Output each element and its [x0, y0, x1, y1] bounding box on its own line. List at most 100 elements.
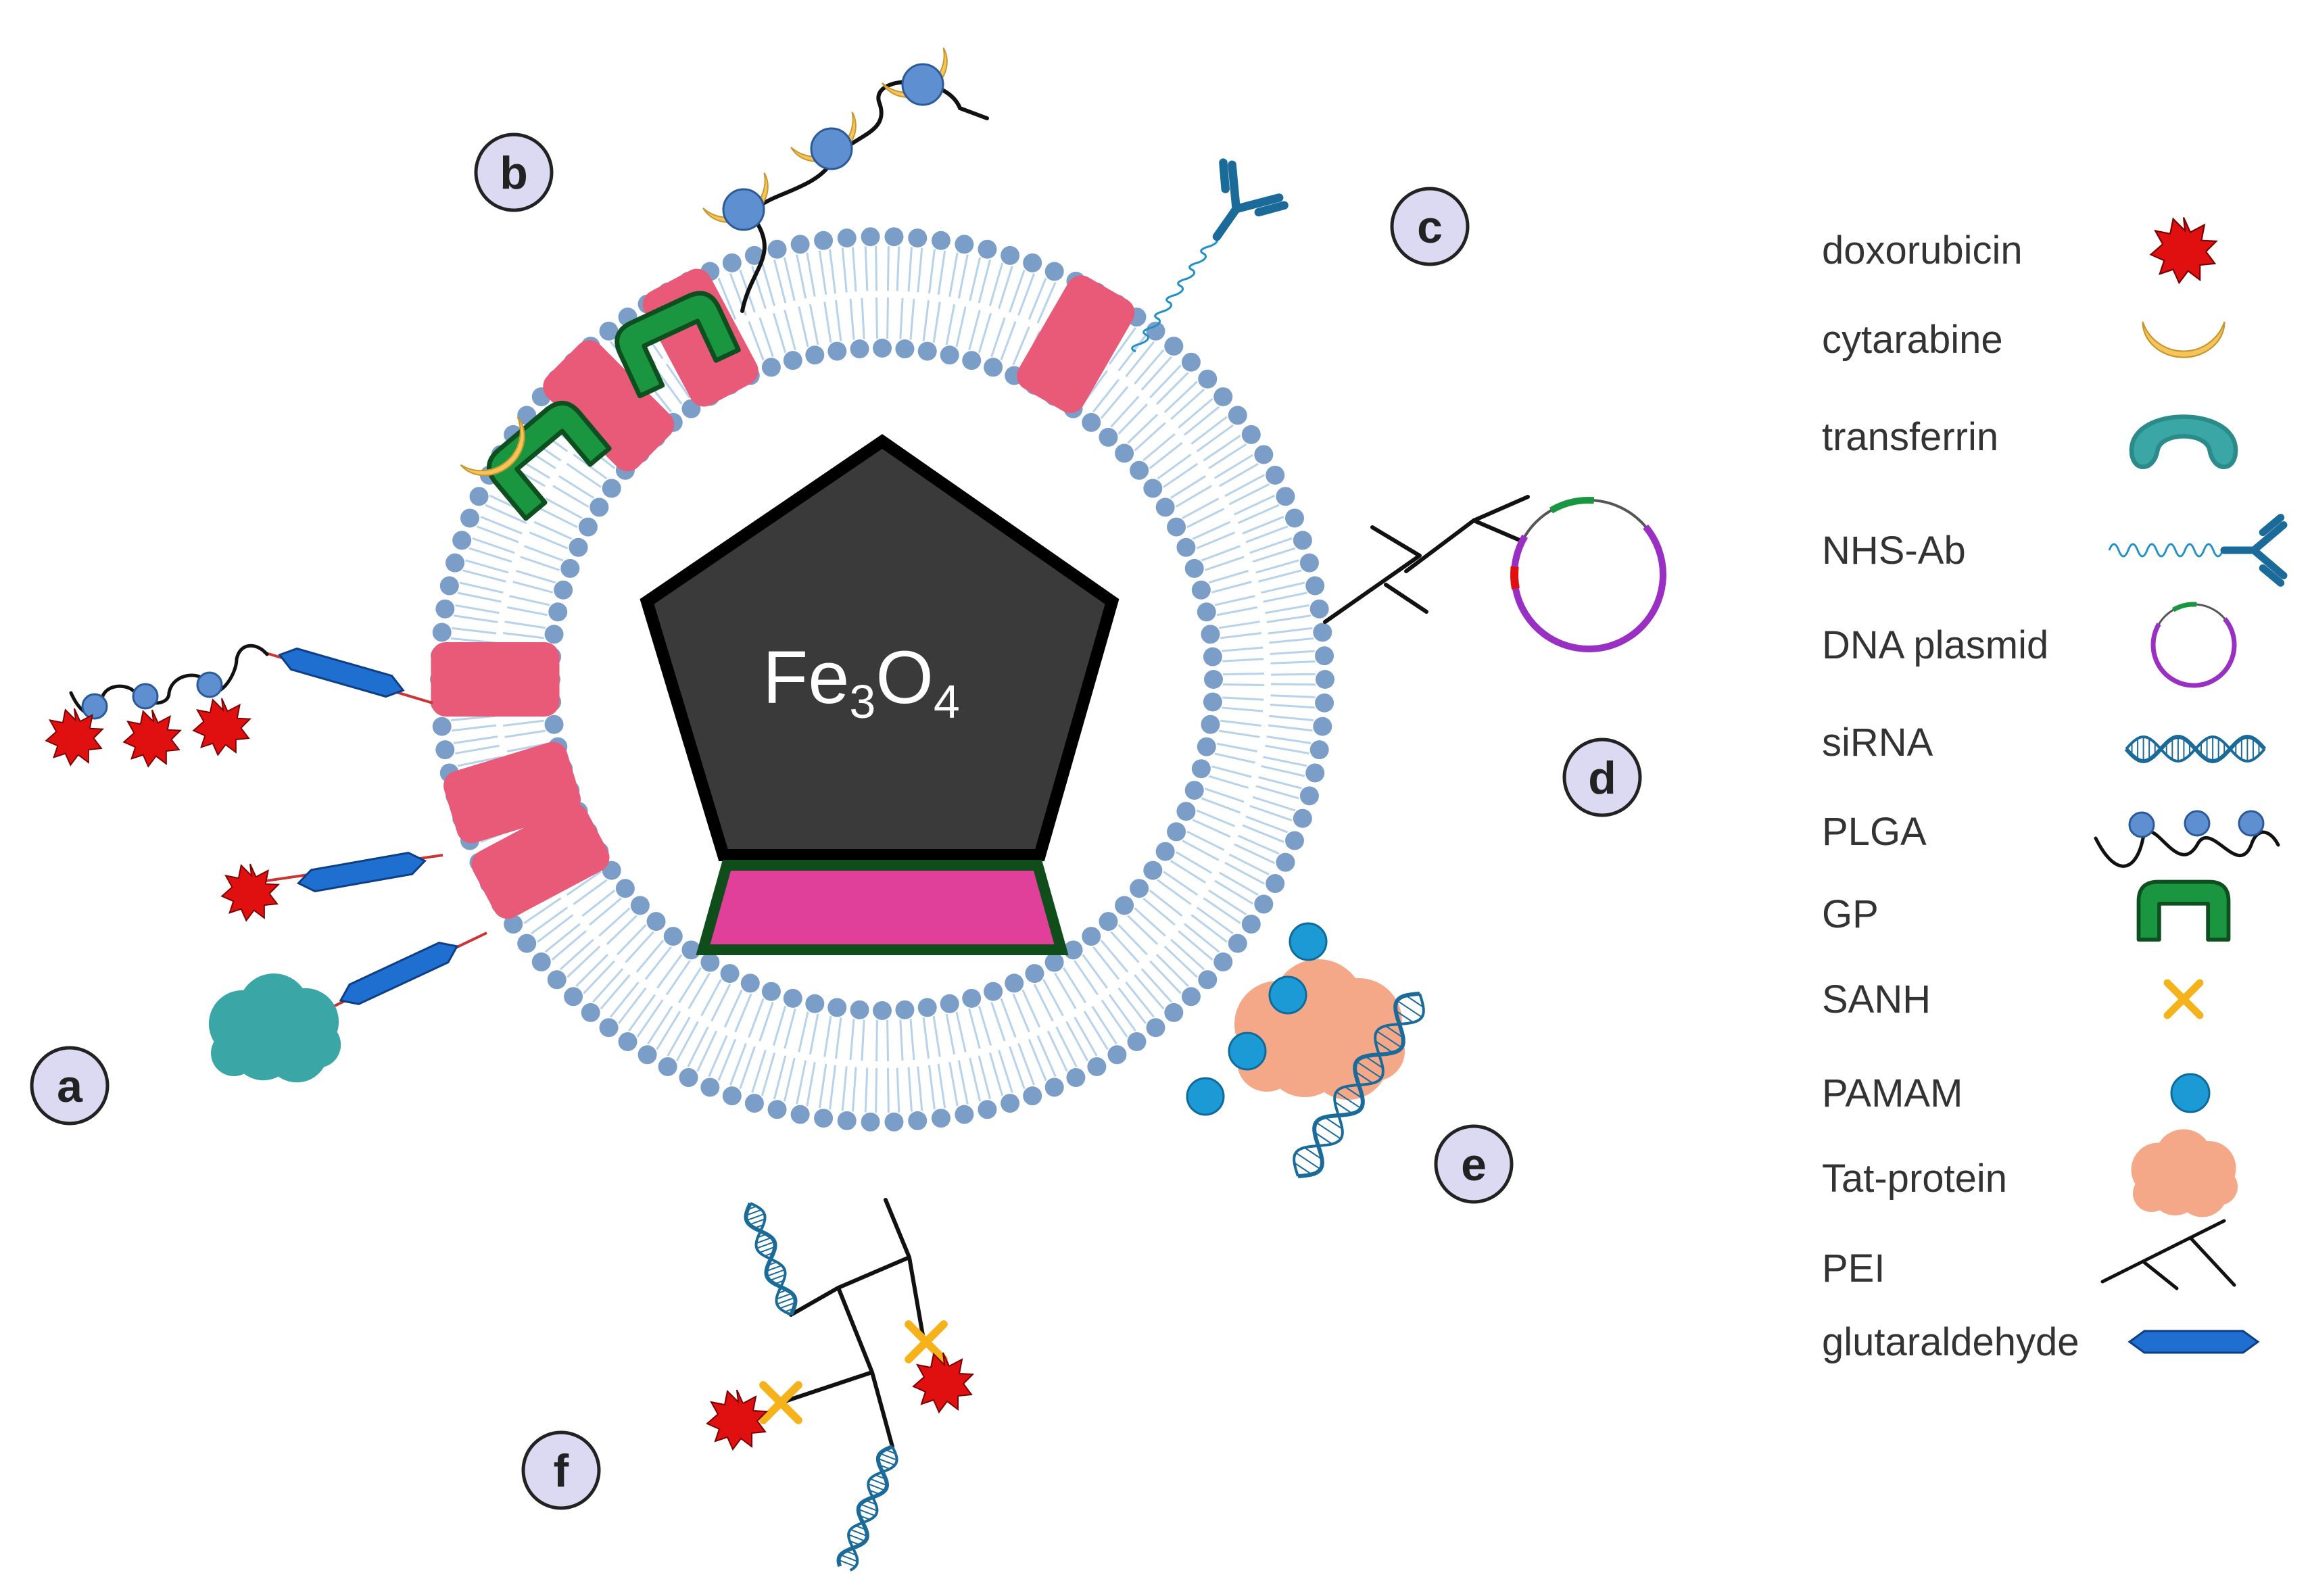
lipid-tail: [1092, 379, 1120, 413]
lipid-tail: [1203, 897, 1241, 924]
blob-lobe: [295, 1021, 341, 1068]
lipid-head: [783, 351, 802, 370]
lipid-tail: [457, 756, 502, 767]
lipid-tail: [459, 581, 504, 594]
lipid-tail: [1184, 923, 1220, 953]
lipid-tail: [472, 537, 515, 554]
lipid-tail: [829, 249, 837, 294]
lipid-tail: [969, 1057, 982, 1102]
lipid-tail: [558, 475, 595, 499]
lipid-head: [1254, 445, 1274, 464]
sanh-cross: [759, 1381, 802, 1424]
lipid-tail: [968, 310, 981, 351]
lipid-tail: [1266, 735, 1312, 744]
lipid-tail: [581, 889, 616, 917]
lipid-tail: [1270, 683, 1316, 686]
legend-item-tat-protein: Tat-protein: [1822, 1129, 2238, 1217]
lipid-head: [547, 970, 567, 990]
lipid-tail: [809, 304, 819, 345]
glutaraldehyde-hex: [339, 942, 459, 1005]
lipid-head: [1191, 759, 1211, 779]
plga-bead: [2238, 810, 2265, 837]
lipid-tail: [1100, 386, 1129, 419]
lipid-tail: [468, 547, 512, 563]
helix-rung: [776, 1292, 792, 1300]
lipid-tail: [628, 994, 656, 1032]
lipid-tail: [955, 306, 967, 347]
sirna-icon: [836, 1445, 898, 1572]
plga-bead: [132, 683, 159, 710]
plga-bead: [722, 188, 765, 231]
plasmid-green-arc: [1549, 497, 1595, 514]
helix-rung: [1385, 1025, 1403, 1038]
lipid-tail: [455, 744, 500, 755]
lipid-tail: [700, 979, 722, 1017]
core-pentagon: [640, 434, 1120, 861]
lipid-head: [1313, 623, 1332, 642]
pamam-icon: [1186, 1077, 1225, 1116]
lipid-tail: [1125, 982, 1155, 1018]
lipid-tail: [1234, 494, 1276, 516]
lipid-tail: [1065, 1021, 1089, 1062]
lipid-head: [1266, 874, 1285, 894]
lipid-tail: [1108, 994, 1136, 1032]
lipid-head: [850, 1000, 869, 1019]
legend-item-transferrin: transferrin: [1822, 414, 2238, 469]
lipid-tail: [823, 1015, 832, 1057]
lipid-tail: [1263, 591, 1307, 603]
nhs-linker: [2108, 543, 2224, 558]
lipid-head: [1143, 479, 1163, 498]
lipid-tail: [1175, 485, 1212, 508]
lipid-head: [564, 987, 583, 1007]
lipid-tail: [476, 525, 519, 543]
lipid-tail: [784, 310, 796, 351]
lipid-tail: [544, 923, 581, 953]
legend-label: doxorubicin: [1822, 228, 2023, 272]
lipid-head: [1203, 692, 1222, 712]
lipid-tail: [1218, 729, 1260, 738]
lipid-head: [1204, 670, 1223, 689]
lipid-tail: [696, 1030, 718, 1072]
panel-label-e: e: [1434, 1124, 1514, 1204]
legend-icon-slot: [2136, 879, 2231, 942]
lipid-head: [1241, 915, 1261, 934]
lipid-tail: [504, 621, 546, 629]
lipid-tail: [1219, 462, 1259, 487]
lipid-tail: [823, 301, 832, 343]
lipid-head: [1299, 553, 1319, 573]
lipid-tail: [452, 724, 497, 732]
lipid-tail: [1063, 967, 1087, 1004]
plga-bead: [901, 63, 944, 106]
lipid-tail: [647, 1005, 673, 1045]
lipid-tail: [748, 320, 765, 361]
lipid-tail: [1203, 435, 1241, 462]
sanh-cross: [905, 1320, 948, 1363]
plasmid-red-arc: [1510, 566, 1520, 590]
lipid-tail: [566, 462, 602, 488]
gp-shape: [2136, 879, 2231, 942]
lipid-tail: [1269, 637, 1314, 644]
lipid-head: [460, 508, 479, 528]
lipid-head: [1309, 599, 1329, 619]
lipid-head: [544, 625, 564, 644]
lipid-head: [1082, 412, 1101, 432]
lipid-head: [544, 715, 564, 734]
lipid-head: [435, 599, 455, 619]
lipid-head: [1023, 1086, 1042, 1106]
lipid-head: [446, 553, 465, 573]
helix-rung: [1336, 1091, 1362, 1109]
legend-item-sanh: SANH: [1822, 977, 2204, 1021]
lipid-tail: [677, 967, 702, 1004]
lipid-tail: [907, 247, 913, 292]
lipid-tail: [1033, 984, 1054, 1022]
lipid-head: [1115, 443, 1134, 463]
blob-lobe: [2200, 1168, 2238, 1205]
lipid-tail: [1175, 851, 1212, 874]
lipid-tail: [1100, 940, 1129, 973]
lipid-head: [962, 351, 982, 370]
lipid-head: [1309, 740, 1329, 760]
helix-rung: [879, 1464, 890, 1470]
lipid-head: [1184, 781, 1204, 800]
panel-label-text: f: [554, 1445, 569, 1497]
lipid-tail: [978, 259, 992, 304]
